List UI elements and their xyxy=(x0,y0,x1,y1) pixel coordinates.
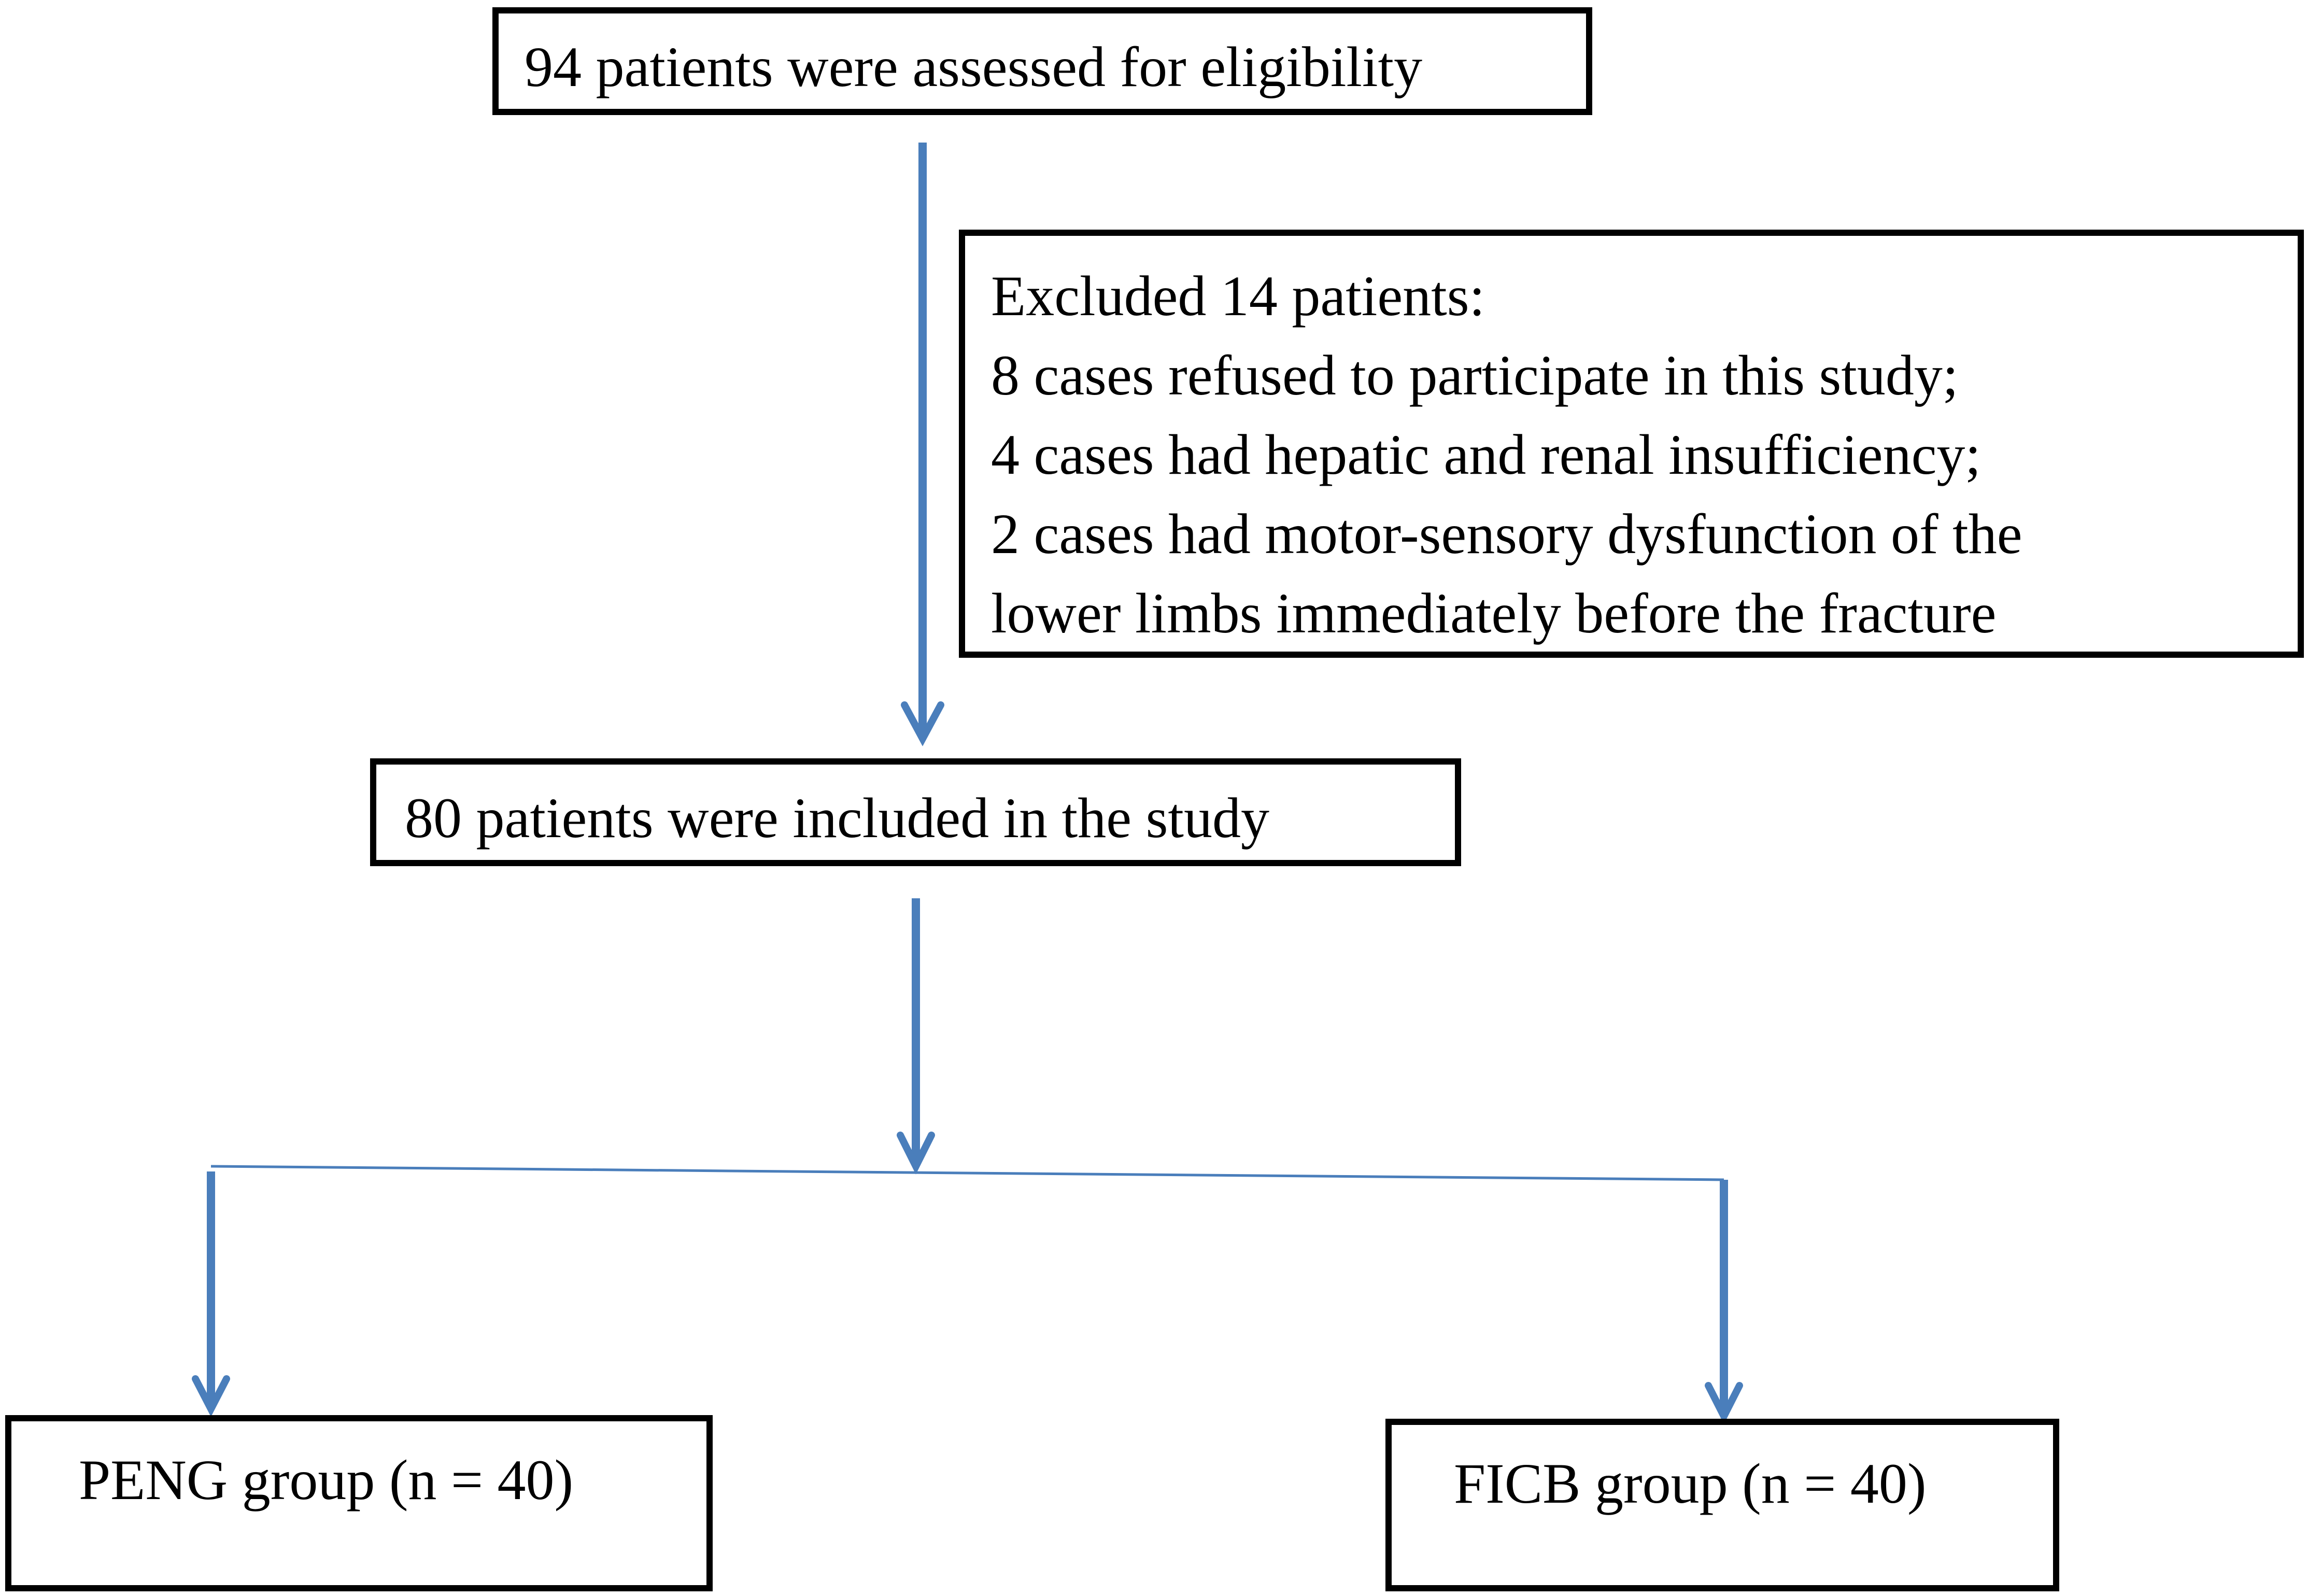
node-excluded-line: 4 cases had hepatic and renal insufficie… xyxy=(991,423,1981,486)
node-peng-label: PENG group (n = 40) xyxy=(79,1448,574,1512)
arrow-to-ficb-head xyxy=(1705,1382,1743,1424)
node-excluded-line: lower limbs immediately before the fract… xyxy=(991,582,1997,645)
arrow-assessed-to-included-head xyxy=(901,701,944,746)
node-included-box: 80 patients were included in the study xyxy=(370,758,1461,866)
node-assessed-label: 94 patients were assessed for eligibilit… xyxy=(525,35,1423,98)
node-ficb-box: FICB group (n = 40) xyxy=(1385,1419,2059,1591)
node-excluded-line: 2 cases had motor-sensory dysfunction of… xyxy=(991,502,2022,566)
node-excluded-line: Excluded 14 patients: xyxy=(991,264,1485,328)
node-excluded-line: 8 cases refused to participate in this s… xyxy=(991,344,1959,407)
arrow-to-peng-head xyxy=(192,1375,230,1417)
node-peng-box: PENG group (n = 40) xyxy=(5,1415,713,1591)
node-excluded-box: Excluded 14 patients: 8 cases refused to… xyxy=(959,230,2304,658)
arrow-included-to-split-head xyxy=(897,1132,935,1175)
node-included-label: 80 patients were included in the study xyxy=(405,786,1269,850)
split-line xyxy=(210,1165,1724,1181)
node-assessed-box: 94 patients were assessed for eligibilit… xyxy=(492,7,1592,115)
node-ficb-label: FICB group (n = 40) xyxy=(1454,1452,1927,1515)
